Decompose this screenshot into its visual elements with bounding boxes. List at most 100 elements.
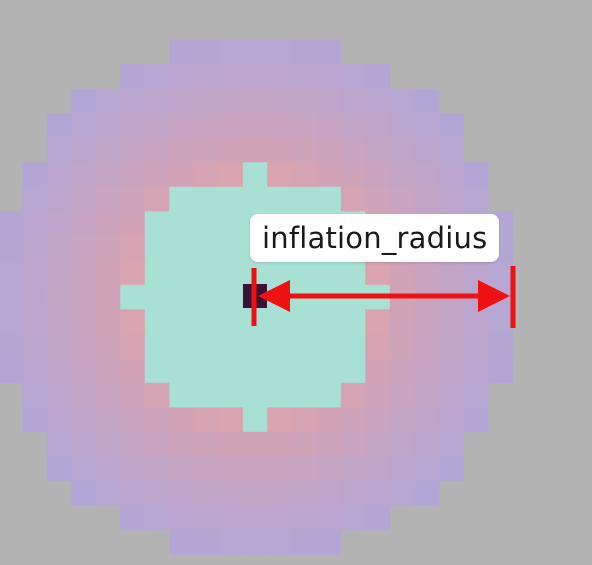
cost-cell — [144, 137, 170, 163]
cost-cell — [389, 382, 415, 408]
cost-cell — [340, 456, 366, 482]
cost-cell — [46, 137, 72, 163]
cost-cell — [291, 505, 317, 531]
cost-cell — [267, 407, 293, 433]
cost-cell — [193, 382, 219, 408]
cost-cell — [316, 529, 342, 555]
cost-cell — [120, 162, 146, 188]
cost-cell — [71, 113, 97, 139]
cost-cell — [144, 407, 170, 433]
cost-cell — [340, 88, 366, 114]
cost-cell — [487, 358, 513, 384]
cost-cell — [340, 382, 366, 408]
cost-cell — [218, 260, 244, 286]
cost-cell — [414, 382, 440, 408]
cost-cell — [22, 211, 48, 237]
cost-cell — [316, 333, 342, 359]
cost-cell — [365, 186, 391, 212]
cost-cell — [144, 186, 170, 212]
cost-cell — [414, 333, 440, 359]
cost-cell — [95, 235, 121, 261]
cost-cell — [242, 505, 268, 531]
cost-cell — [438, 113, 464, 139]
cost-cell — [22, 260, 48, 286]
cost-cell — [267, 162, 293, 188]
cost-cell — [389, 358, 415, 384]
cost-cell — [71, 407, 97, 433]
cost-cell — [22, 382, 48, 408]
cost-cell — [46, 186, 72, 212]
cost-cell — [144, 64, 170, 90]
cost-cell — [389, 186, 415, 212]
cost-cell — [95, 382, 121, 408]
cost-cell — [242, 358, 268, 384]
cost-cell — [193, 88, 219, 114]
cost-cell — [365, 407, 391, 433]
cost-cell — [340, 431, 366, 457]
cost-cell — [267, 64, 293, 90]
cost-cell — [193, 505, 219, 531]
cost-cell — [340, 186, 366, 212]
cost-cell — [291, 309, 317, 335]
cost-cell — [193, 186, 219, 212]
cost-cell — [242, 88, 268, 114]
cost-cell — [316, 88, 342, 114]
cost-cell — [22, 162, 48, 188]
cost-cell — [95, 456, 121, 482]
cost-cell — [169, 333, 195, 359]
cost-cell — [193, 407, 219, 433]
cost-cell — [95, 358, 121, 384]
cost-cell — [291, 39, 317, 65]
cost-cell — [291, 186, 317, 212]
cost-cell — [340, 64, 366, 90]
cost-cell — [291, 333, 317, 359]
cost-cell — [267, 333, 293, 359]
cost-cell — [340, 505, 366, 531]
cost-cell — [365, 431, 391, 457]
cost-cell — [291, 480, 317, 506]
cost-cell — [365, 358, 391, 384]
cost-cell — [144, 113, 170, 139]
cost-cell — [71, 309, 97, 335]
cost-cell — [365, 162, 391, 188]
cost-cell — [267, 505, 293, 531]
cost-cell — [218, 505, 244, 531]
cost-cell — [144, 284, 170, 310]
cost-cell — [242, 64, 268, 90]
cost-cell — [463, 407, 489, 433]
cost-cell — [0, 211, 23, 237]
cost-cell — [316, 137, 342, 163]
cost-cell — [120, 505, 146, 531]
cost-cell — [0, 260, 23, 286]
cost-cell — [487, 333, 513, 359]
cost-cell — [438, 456, 464, 482]
cost-cell — [438, 407, 464, 433]
cost-cell — [193, 480, 219, 506]
cost-cell — [144, 480, 170, 506]
cost-cell — [414, 431, 440, 457]
cost-cell — [438, 260, 464, 286]
cost-cell — [218, 211, 244, 237]
cost-cell — [169, 64, 195, 90]
cost-cell — [267, 431, 293, 457]
cost-cell — [193, 39, 219, 65]
cost-cell — [0, 309, 23, 335]
cost-cell — [218, 39, 244, 65]
cost-cell — [340, 480, 366, 506]
cost-cell — [463, 333, 489, 359]
cost-cell — [316, 456, 342, 482]
cost-cell — [267, 39, 293, 65]
cost-cell — [120, 211, 146, 237]
cost-cell — [218, 309, 244, 335]
cost-cell — [169, 260, 195, 286]
cost-cell — [316, 113, 342, 139]
cost-cell — [365, 64, 391, 90]
cost-cell — [46, 235, 72, 261]
cost-cell — [193, 260, 219, 286]
cost-cell — [389, 309, 415, 335]
cost-cell — [267, 186, 293, 212]
cost-cell — [169, 113, 195, 139]
cost-cell — [193, 162, 219, 188]
cost-cell — [120, 309, 146, 335]
cost-cell — [438, 309, 464, 335]
